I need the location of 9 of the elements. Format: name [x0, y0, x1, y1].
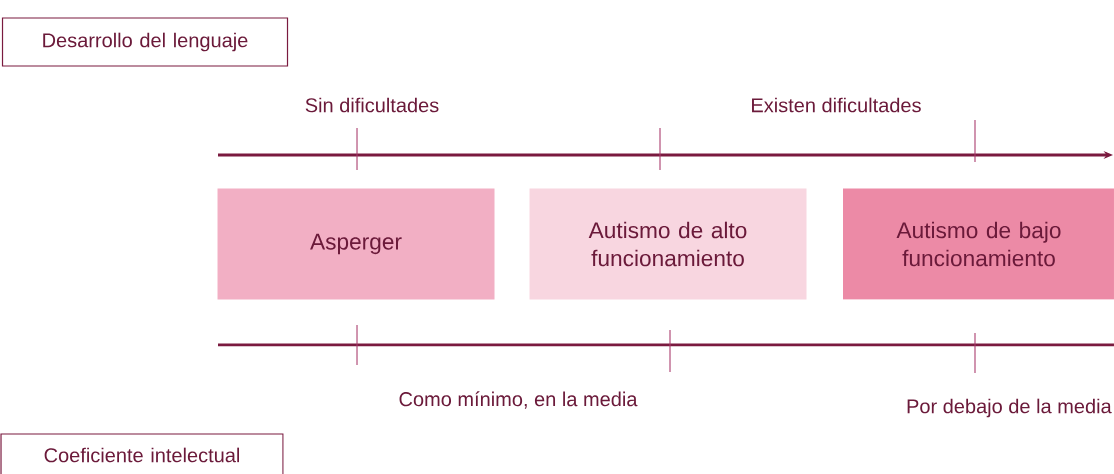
axis-label: Sin dificultades — [305, 97, 439, 113]
axis-title-box: Desarrollo del lenguaje — [1, 17, 289, 67]
axis-label: Como mínimo, en la media — [399, 391, 638, 409]
category-box: Autismo de bajo funcionamiento — [843, 188, 1114, 300]
category-box: Autismo de alto funcionamiento — [529, 188, 807, 300]
axis-title-box: Coeficiente intelectual — [0, 433, 284, 474]
category-box: Asperger — [217, 188, 495, 300]
axis-label: Existen dificultades — [752, 97, 921, 113]
axis-label: Por debajo de la media — [907, 398, 1112, 418]
